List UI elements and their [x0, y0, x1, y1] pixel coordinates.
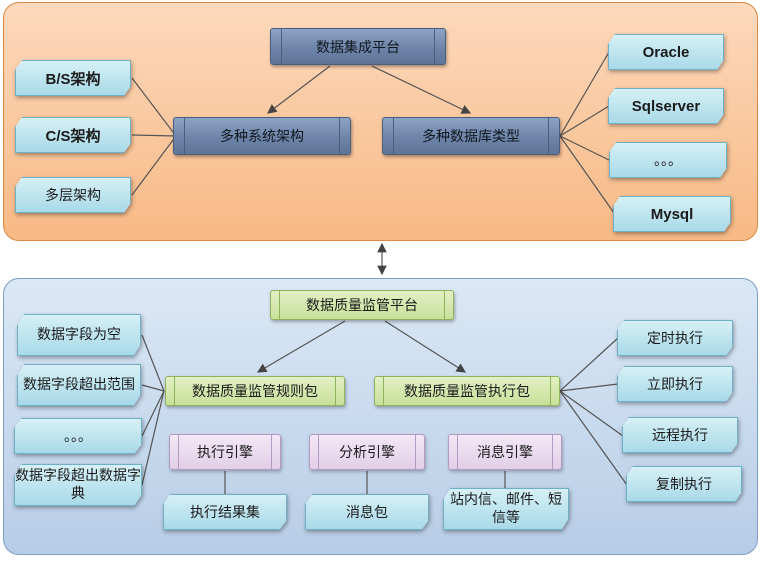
integration-platform-title: 数据集成平台 [270, 28, 446, 65]
execution-mode-item: 定时执行 [617, 320, 733, 356]
execution-package: 数据质量监管执行包 [374, 376, 560, 406]
output-item: 执行结果集 [163, 494, 287, 530]
architecture-item: C/S架构 [15, 117, 131, 153]
architecture-label: 多层架构 [15, 177, 131, 213]
rule-item: 数据字段超出范围 [17, 364, 141, 406]
output-label: 站内信、邮件、短信等 [443, 488, 569, 530]
execution-mode-label: 远程执行 [622, 417, 738, 453]
output-label: 执行结果集 [163, 494, 287, 530]
execution-mode-label: 定时执行 [617, 320, 733, 356]
architecture-item: 多层架构 [15, 177, 131, 213]
execution-mode-label: 复制执行 [626, 466, 742, 502]
output-label: 消息包 [305, 494, 429, 530]
quality-platform-title: 数据质量监管平台 [270, 290, 454, 320]
execution-mode-item: 复制执行 [626, 466, 742, 502]
rule-package: 数据质量监管规则包 [165, 376, 345, 406]
database-item: Oracle [608, 34, 724, 70]
output-item: 站内信、邮件、短信等 [443, 488, 569, 530]
database-label: Mysql [613, 196, 731, 232]
execution-mode-label: 立即执行 [617, 366, 733, 402]
database-item: Sqlserver [608, 88, 724, 124]
rule-item: 。。。 [14, 418, 142, 454]
analysis-engine: 分析引擎 [309, 434, 425, 470]
database-label: Sqlserver [608, 88, 724, 124]
architecture-hub: 多种系统架构 [173, 117, 351, 155]
message-engine: 消息引擎 [448, 434, 562, 470]
rule-label: 数据字段超出范围 [17, 364, 141, 406]
database-item: 。。。 [609, 142, 727, 178]
architecture-label: B/S架构 [15, 60, 131, 96]
database-label: 。。。 [609, 142, 727, 178]
rule-item: 数据字段为空 [17, 314, 141, 356]
database-hub: 多种数据库类型 [382, 117, 560, 155]
rule-label: 数据字段为空 [17, 314, 141, 356]
execution-engine: 执行引擎 [169, 434, 281, 470]
execution-mode-item: 立即执行 [617, 366, 733, 402]
rule-item: 数据字段超出数据字典 [14, 464, 142, 506]
execution-mode-item: 远程执行 [622, 417, 738, 453]
architecture-item: B/S架构 [15, 60, 131, 96]
architecture-label: C/S架构 [15, 117, 131, 153]
rule-label: 数据字段超出数据字典 [14, 464, 142, 506]
database-item: Mysql [613, 196, 731, 232]
output-item: 消息包 [305, 494, 429, 530]
rule-label: 。。。 [14, 418, 142, 454]
database-label: Oracle [608, 34, 724, 70]
